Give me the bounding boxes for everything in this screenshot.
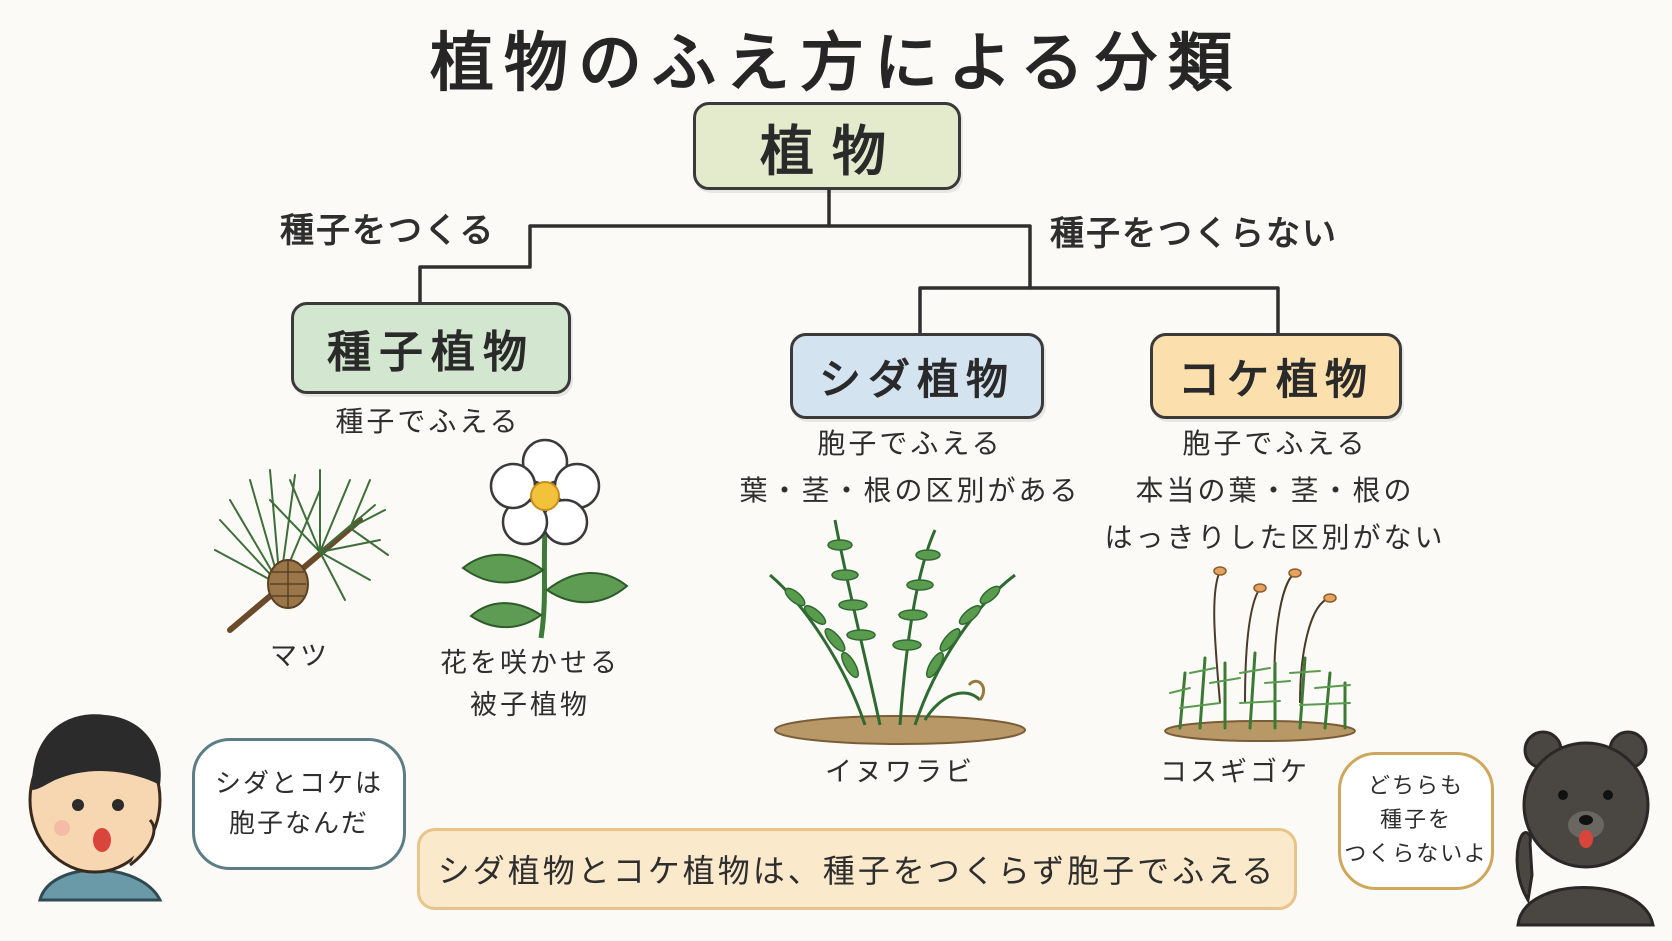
branch-label-makes-seeds: 種子をつくる xyxy=(280,211,496,251)
bear-speech-bubble: どちらも 種子を つくらないよ xyxy=(1338,752,1494,890)
example-moss-name: コスギゴケ xyxy=(1160,757,1310,788)
seed-plants-description: 種子でふえる xyxy=(335,405,521,438)
fern-plants-description: 胞子でふえる 葉・茎・根の区別がある xyxy=(739,427,1081,507)
boy-character xyxy=(28,714,163,902)
flowering-plant-illustration xyxy=(461,438,629,639)
seed-plants-box: 種子植物 xyxy=(291,302,571,394)
boy-speech-bubble: シダとコケは 胞子なんだ xyxy=(192,738,406,870)
moss-plants-box: コケ植物 xyxy=(1150,333,1402,419)
root-box-plants: 植物 xyxy=(693,102,961,190)
page-title: 植物のふえ方による分類 xyxy=(429,27,1243,101)
moss-illustration xyxy=(1164,566,1356,742)
example-angiosperm-name: 花を咲かせる 被子植物 xyxy=(440,648,620,721)
branch-label-no-seeds: 種子をつくらない xyxy=(1050,214,1338,254)
bear-character xyxy=(1515,730,1655,927)
example-pine-name: マツ xyxy=(270,641,330,672)
summary-banner: シダ植物とコケ植物は、種子をつくらず胞子でふえる xyxy=(417,828,1297,910)
moss-plants-description: 胞子でふえる 本当の葉・茎・根の はっきりした区別がない xyxy=(1104,427,1446,554)
example-fern-name: イヌワラビ xyxy=(825,757,975,788)
fern-plants-box: シダ植物 xyxy=(790,333,1044,419)
fern-illustration xyxy=(769,519,1026,745)
pine-branch-illustration xyxy=(214,469,389,633)
